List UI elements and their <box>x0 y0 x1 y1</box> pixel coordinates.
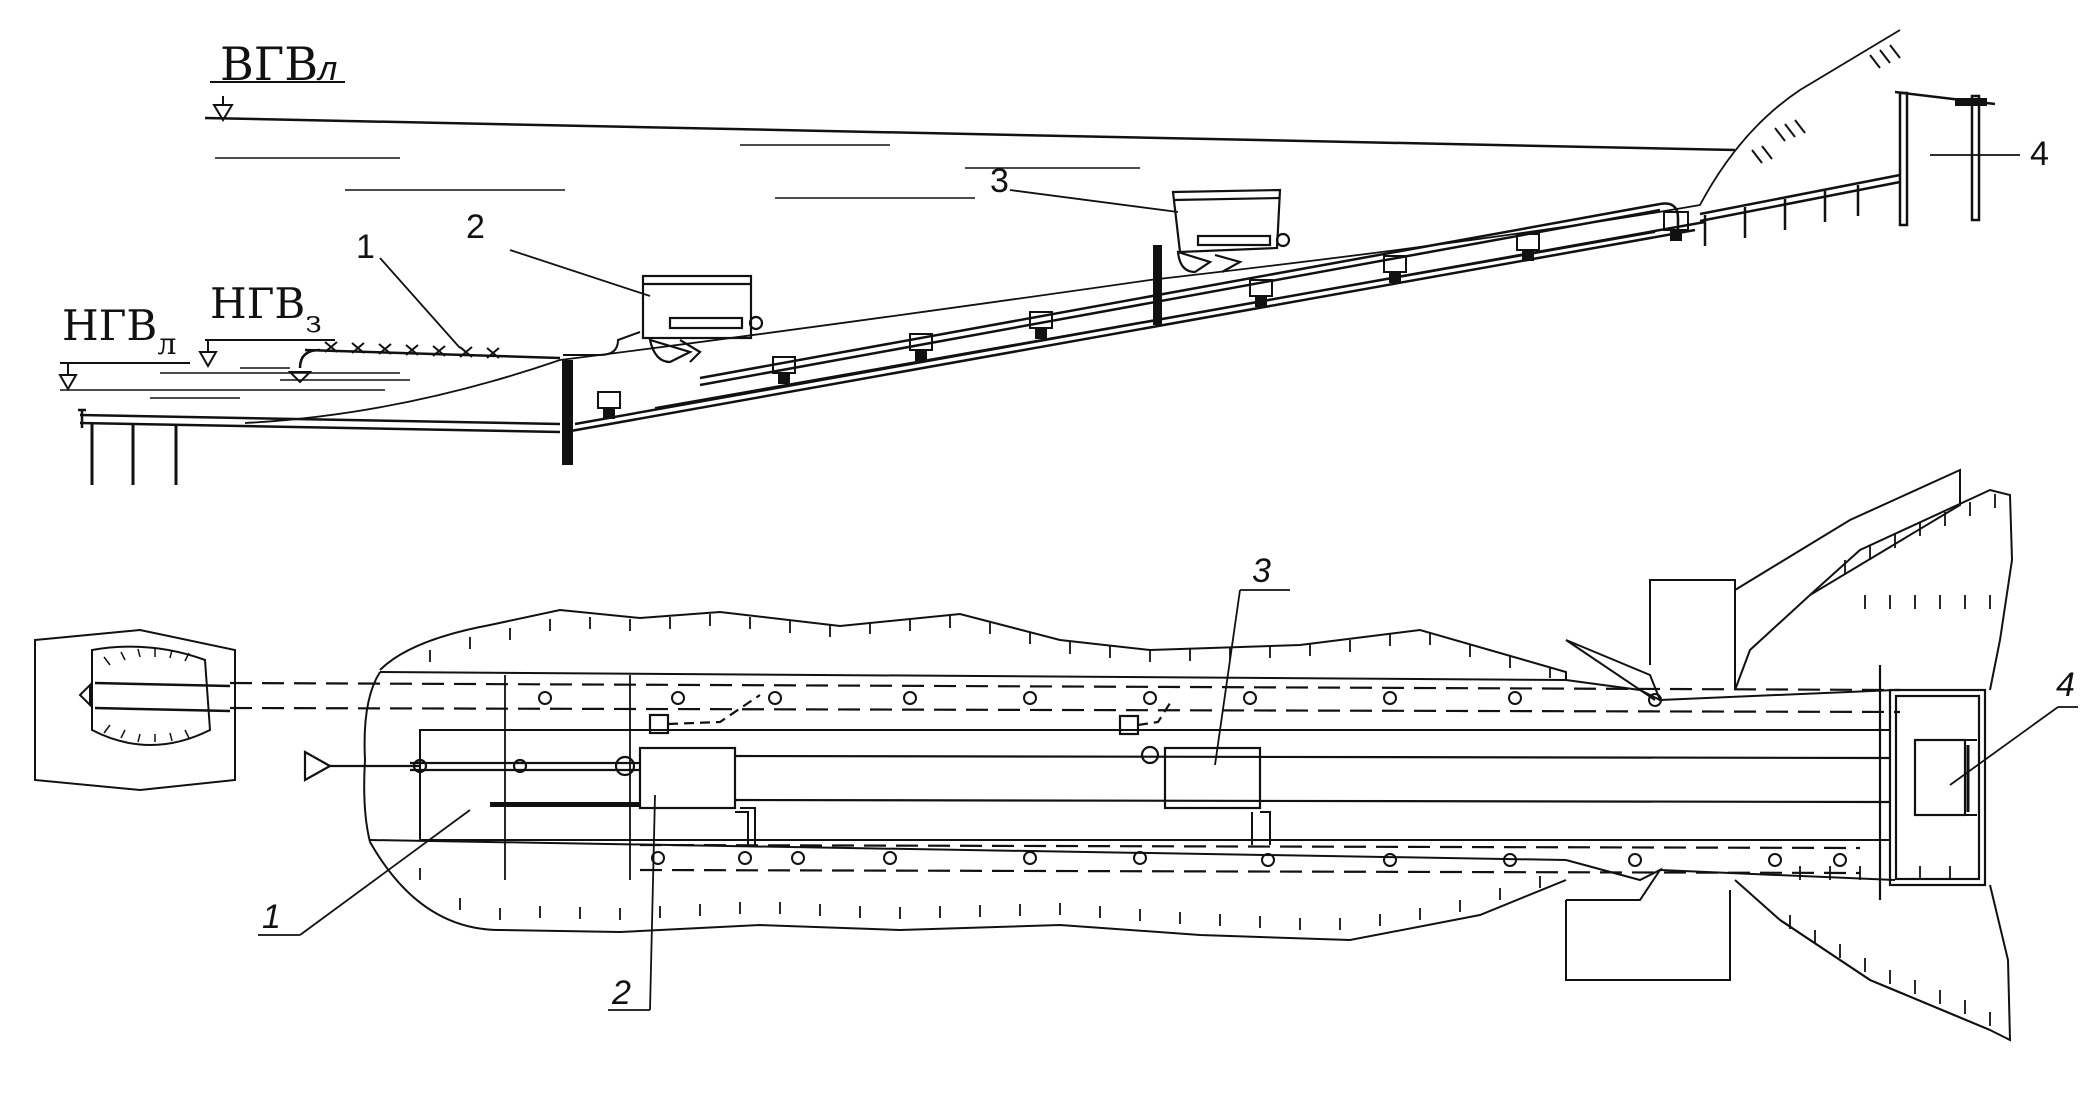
trench-left-end <box>363 671 381 843</box>
high-water-level <box>204 81 1736 199</box>
label-vgv: ВГВл <box>220 37 337 91</box>
section-callout-3: 3 <box>990 162 1009 200</box>
intake-head-plan <box>34 628 236 792</box>
pressure-pipeline <box>699 202 1680 387</box>
section-callout-1: 1 <box>356 228 375 266</box>
valves-top <box>538 691 1662 707</box>
intake-pier <box>78 408 561 485</box>
sheet-pile-2 <box>1153 245 1162 325</box>
valves-bottom <box>651 851 1847 867</box>
plan-callout-leaders <box>258 589 2078 1011</box>
label-ngv-z: НГВз <box>210 279 322 340</box>
embankment-bottom-ticks <box>419 868 1541 930</box>
shore-structure-plan <box>1878 665 1987 900</box>
shore-slopes-plan <box>1565 468 1991 1031</box>
section-callout-2: 2 <box>466 208 485 246</box>
embankment-top-ticks <box>429 614 1551 678</box>
pipe-supports <box>597 211 1689 419</box>
shore-slope <box>244 29 1901 424</box>
plan-callout-1: 1 <box>262 898 281 936</box>
pump-unit-3-plan <box>1118 699 1271 845</box>
plan-callout-2: 2 <box>611 974 631 1012</box>
hatched-ground-lower-right <box>1565 884 2012 1042</box>
sheet-pile-1 <box>562 360 573 465</box>
suction-pipeline <box>287 341 600 384</box>
low-water-levels <box>58 339 410 399</box>
suction-nozzle-plan <box>303 750 636 782</box>
plan-callout-3: 3 <box>1252 552 1271 590</box>
plan-view: 1 2 3 4 <box>34 468 2078 1042</box>
pump-unit-2-plan <box>638 694 761 845</box>
embankment-top <box>379 608 1567 681</box>
section-callout-leaders <box>379 154 2020 349</box>
inclined-track <box>564 220 1706 434</box>
pump-unit-3 <box>1171 188 1291 274</box>
shore-platform <box>1699 90 1996 246</box>
label-ngv-l: НГВл <box>62 301 176 362</box>
dashed-pipeline-top <box>229 681 1901 714</box>
pump-unit-2 <box>599 274 764 364</box>
hatched-ticks-lower-right <box>1789 866 1991 1026</box>
hatched-ground-upper-right <box>1649 488 2014 691</box>
embankment-bottom <box>369 839 1567 942</box>
hatched-ticks-upper-right <box>1844 494 1996 609</box>
plan-callout-4: 4 <box>2056 666 2075 704</box>
section-callout-4: 4 <box>2030 135 2049 173</box>
dashed-pipeline-bottom <box>639 843 1861 875</box>
section-view: ВГВл НГВл НГВз <box>58 29 2049 485</box>
